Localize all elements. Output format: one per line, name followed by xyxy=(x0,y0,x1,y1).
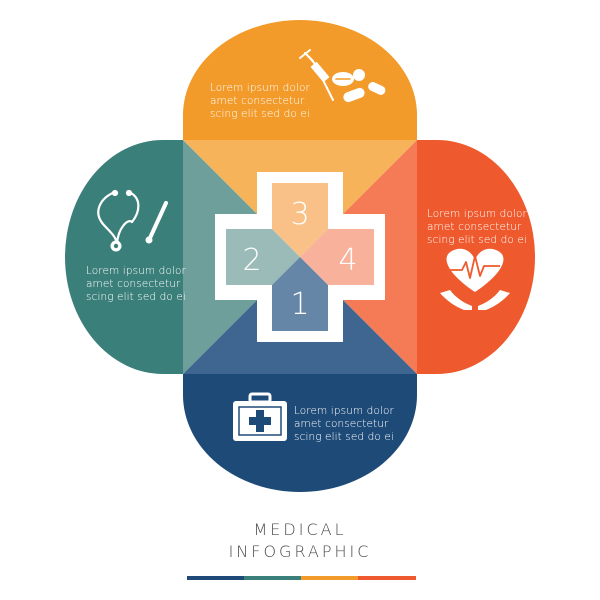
stethoscope-and-thermometer-icon xyxy=(97,189,168,252)
underline-segment-4 xyxy=(358,576,416,580)
title-line-1: MEDICAL xyxy=(253,520,347,539)
heart-in-hands-icon xyxy=(440,248,510,310)
number-4: 4 xyxy=(338,243,357,278)
tile-1 xyxy=(272,257,328,331)
number-2: 2 xyxy=(242,243,261,278)
number-3: 3 xyxy=(290,197,309,232)
tile-3 xyxy=(272,183,328,257)
top-section-text: Lorem ipsum dolor amet consectetur scing… xyxy=(210,82,310,120)
number-1: 1 xyxy=(290,287,309,322)
bottom-section-text: Lorem ipsum dolor amet consectetur scing… xyxy=(294,405,394,443)
underline-segment-2 xyxy=(244,576,301,580)
underline-segment-1 xyxy=(187,576,244,580)
left-petal xyxy=(65,140,183,374)
syringe-and-pills-icon xyxy=(299,49,386,103)
tile-4 xyxy=(300,229,374,285)
tile-2 xyxy=(226,229,300,285)
title-line-2: INFOGRAPHIC xyxy=(228,542,372,561)
first-aid-kit-icon xyxy=(233,392,287,441)
right-section-text: Lorem ipsum dolor amet consectetur scing… xyxy=(427,208,527,246)
left-section-text: Lorem ipsum dolor amet consectetur scing… xyxy=(86,265,186,303)
top-petal xyxy=(183,20,417,140)
underline-segment-3 xyxy=(301,576,358,580)
